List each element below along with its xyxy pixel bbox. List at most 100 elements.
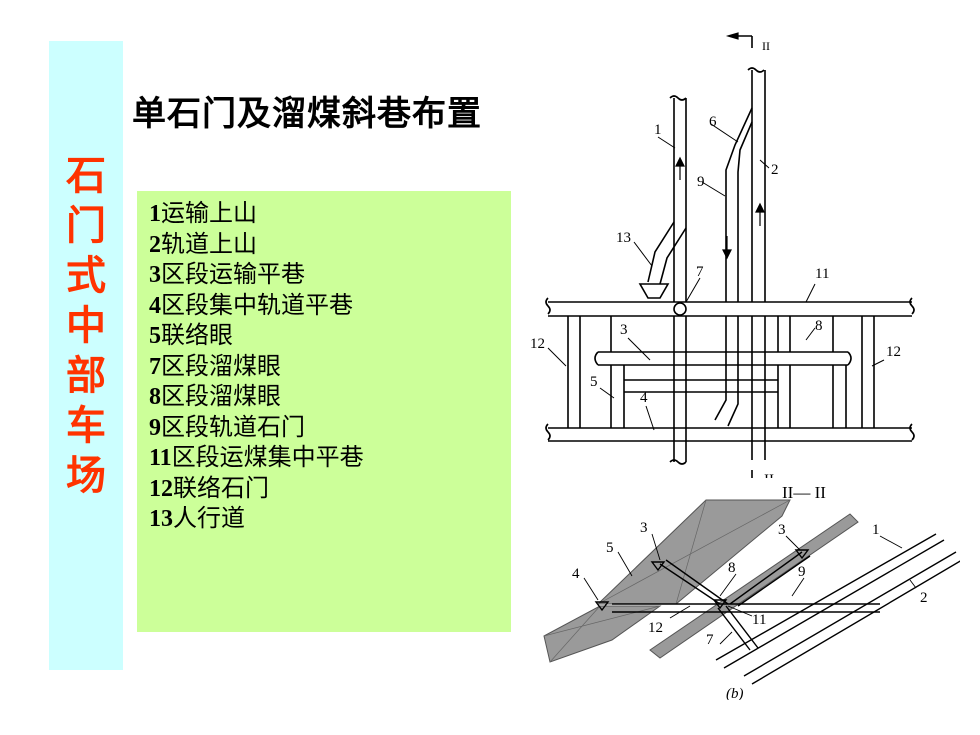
chute-persp	[717, 605, 759, 651]
label-8: 8	[815, 318, 823, 334]
label-12-left: 12	[530, 336, 545, 352]
incline-9	[725, 107, 753, 302]
marker-4	[594, 601, 610, 612]
connect-left	[610, 316, 625, 428]
label-13: 13	[616, 230, 631, 246]
walkway-13	[647, 221, 687, 285]
persp-label-4: 4	[572, 566, 580, 582]
section-line-bottom	[751, 470, 753, 478]
seam-hatching	[543, 499, 791, 663]
connect-right	[832, 316, 847, 428]
legend-box: 1运输上山 2轨道上山 3区段运输平巷 4区段集中轨道平巷 5联络眼 7区段溜煤…	[137, 191, 511, 632]
marker-3b	[794, 549, 810, 560]
roadway-3-ends	[594, 351, 852, 366]
perspective-caption: II— II	[782, 483, 826, 502]
legend-number: 4	[149, 292, 161, 319]
label-1: 1	[654, 122, 662, 138]
legend-list: 1运输上山 2轨道上山 3区段运输平巷 4区段集中轨道平巷 5联络眼 7区段溜煤…	[137, 191, 511, 535]
legend-number: 7	[149, 353, 161, 380]
arrow-left-top	[725, 32, 739, 40]
level-11-persp	[612, 603, 880, 613]
label-12-right: 12	[886, 344, 901, 360]
label-9: 9	[697, 174, 705, 190]
coal-seam-lower-left	[543, 605, 662, 663]
legend-item: 3区段运输平巷	[149, 260, 511, 291]
rise-2-break	[747, 67, 765, 73]
plan-view-diagram: 1 6 2 9 13 7 11 8 3 12 12 5 4 II II	[530, 32, 915, 478]
section-mark-bottom: II	[764, 472, 774, 478]
legend-item: 5联络眼	[149, 321, 511, 352]
legend-item: 11区段运煤集中平巷	[149, 443, 511, 474]
side-band: 石 门 式 中 部 车 场	[49, 41, 123, 670]
legend-text: 区段运煤集中平巷	[171, 443, 364, 471]
arrow-up-1	[675, 156, 685, 180]
marker-3a	[650, 561, 666, 572]
persp-sub-label: (b)	[726, 686, 744, 700]
legend-number: 9	[149, 414, 161, 441]
side-title-char: 门	[66, 203, 106, 249]
roadway-4	[624, 379, 778, 393]
legend-item: 13人行道	[149, 504, 511, 535]
rise-1-persp	[715, 533, 945, 669]
legend-item: 12联络石门	[149, 474, 511, 505]
side-title-char: 部	[66, 353, 106, 399]
leader-persp	[583, 533, 917, 645]
persp-label-7: 7	[706, 632, 714, 648]
persp-label-2: 2	[920, 590, 928, 606]
legend-number: 5	[149, 323, 161, 349]
persp-label-11: 11	[752, 612, 766, 628]
legend-number: 12	[149, 475, 173, 502]
label-2: 2	[771, 162, 779, 178]
persp-label-3b: 3	[778, 522, 786, 538]
persp-label-3a: 3	[640, 520, 648, 536]
legend-item: 8区段溜煤眼	[149, 382, 511, 413]
legend-number: 1	[149, 201, 161, 227]
legend-item: 7区段溜煤眼	[149, 352, 511, 383]
legend-text: 联络眼	[161, 321, 233, 349]
rise-2	[751, 70, 766, 460]
ore-bin	[638, 283, 670, 299]
legend-text: 区段轨道石门	[161, 412, 305, 441]
crosscut-12-right	[861, 316, 875, 428]
arrow-down-9	[722, 236, 732, 260]
legend-number: 13	[149, 506, 173, 532]
legend-number: 11	[149, 445, 172, 471]
legend-number: 2	[149, 231, 161, 258]
side-title-char: 式	[66, 253, 106, 299]
side-title-char: 中	[66, 303, 106, 349]
label-6: 6	[709, 114, 717, 130]
side-title-char: 车	[66, 403, 106, 449]
arrow-up-2	[755, 202, 765, 226]
persp-label-9: 9	[798, 564, 806, 580]
legend-number: 3	[149, 262, 161, 288]
legend-text: 区段溜煤眼	[161, 351, 281, 380]
label-7: 7	[696, 264, 704, 280]
legend-text: 联络石门	[173, 473, 269, 502]
label-4: 4	[640, 390, 648, 406]
roadway-11	[548, 301, 912, 317]
incline-9-lower	[714, 316, 739, 427]
legend-text: 运输上山	[161, 199, 257, 227]
marker-11	[712, 599, 728, 610]
legend-number: 8	[149, 384, 161, 410]
legend-text: 区段集中轨道平巷	[161, 290, 353, 319]
persp-label-12: 12	[648, 620, 663, 636]
rise-2-persp	[743, 551, 960, 685]
side-title: 石 门 式 中 部 车 场	[49, 151, 123, 501]
legend-item: 2轨道上山	[149, 230, 511, 261]
label-3: 3	[620, 322, 628, 338]
persp-label-5: 5	[606, 540, 614, 556]
legend-item: 4区段集中轨道平巷	[149, 291, 511, 322]
legend-text: 区段溜煤眼	[161, 382, 281, 410]
persp-label-8: 8	[728, 560, 736, 576]
legend-item: 9区段轨道石门	[149, 413, 511, 444]
roadway-bottom	[548, 427, 912, 442]
legend-text: 人行道	[173, 504, 245, 532]
leader	[547, 123, 885, 431]
side-title-char: 石	[66, 153, 106, 199]
crosscut-persp	[659, 551, 811, 607]
legend-item: 1运输上山	[149, 199, 511, 230]
legend-text: 轨道上山	[161, 229, 257, 258]
label-5: 5	[590, 374, 598, 390]
page-title: 单石门及溜煤斜巷布置	[132, 94, 482, 134]
